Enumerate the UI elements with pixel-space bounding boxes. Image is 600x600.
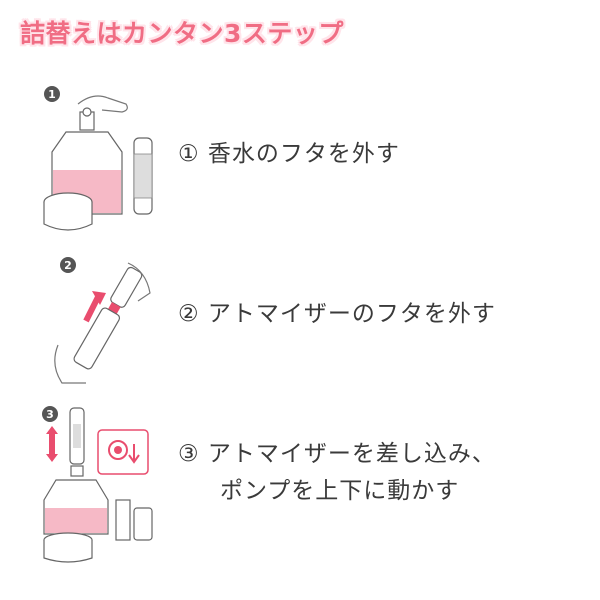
step-badge-circle: [44, 86, 60, 102]
pull-arrow-shaft: [83, 295, 101, 323]
perfume-liquid: [45, 508, 107, 533]
step-3-line-2: ポンプを上下に動かす: [220, 477, 460, 504]
step-3-line-1: ③ アトマイザーを差し込み、: [178, 441, 496, 467]
step-badge-number: 2: [64, 259, 72, 272]
pull-arrow-head: [92, 291, 106, 305]
up-arrow-head: [46, 426, 58, 434]
removed-cap-side: [43, 540, 93, 563]
step-2: 2 ② アトマイザーのフタを外す: [38, 253, 578, 393]
down-arrow-head: [46, 454, 58, 462]
step-badge-circle: [42, 406, 58, 422]
header: 詰替えはカンタン3ステップ: [14, 10, 350, 56]
atomizer-group: [73, 266, 143, 370]
atomizer-body: [133, 153, 153, 199]
bottle-neck: [70, 465, 84, 477]
step-1: 1 ① 香水のフタを外す: [38, 84, 578, 244]
upper-hand: [127, 262, 151, 302]
step-1-illustration: 1: [43, 86, 153, 231]
step-badge-circle: [60, 257, 76, 273]
up-down-arrow-shaft: [49, 434, 55, 454]
spare-bottle: [133, 507, 153, 541]
atomizer-cap-standing: [115, 499, 131, 541]
step-3: 3 ③ アトマイザーを差し込み、 ポンプを上下に動かす: [38, 404, 578, 564]
atomizer-cap: [110, 266, 143, 308]
hand-shape: [77, 95, 128, 113]
step-3-text: ③ アトマイザーを差し込み、 ポンプを上下に動かす: [178, 436, 496, 510]
step-2-text: ② アトマイザーのフタを外す: [178, 296, 496, 333]
lower-hand: [54, 344, 86, 384]
atomizer-body: [73, 307, 121, 370]
zoom-nozzle-center: [114, 446, 122, 454]
atomizer-inner: [73, 424, 81, 448]
zoom-down-arrow: [128, 444, 140, 464]
step-2-line-1: ② アトマイザーのフタを外す: [178, 301, 496, 327]
step-3-illustration: 3: [42, 406, 153, 563]
atomizer-nozzle: [107, 302, 121, 315]
step-1-line-1: ① 香水のフタを外す: [178, 141, 400, 167]
page-title: 詰替えはカンタン3ステップ: [20, 19, 344, 48]
removed-cap-side: [43, 202, 93, 231]
step-badge-number: 1: [48, 88, 56, 101]
step-2-illustration: 2: [54, 257, 151, 384]
step-1-text: ① 香水のフタを外す: [178, 136, 400, 173]
bottle-cap: [82, 107, 92, 117]
step-badge-number: 3: [46, 408, 54, 421]
